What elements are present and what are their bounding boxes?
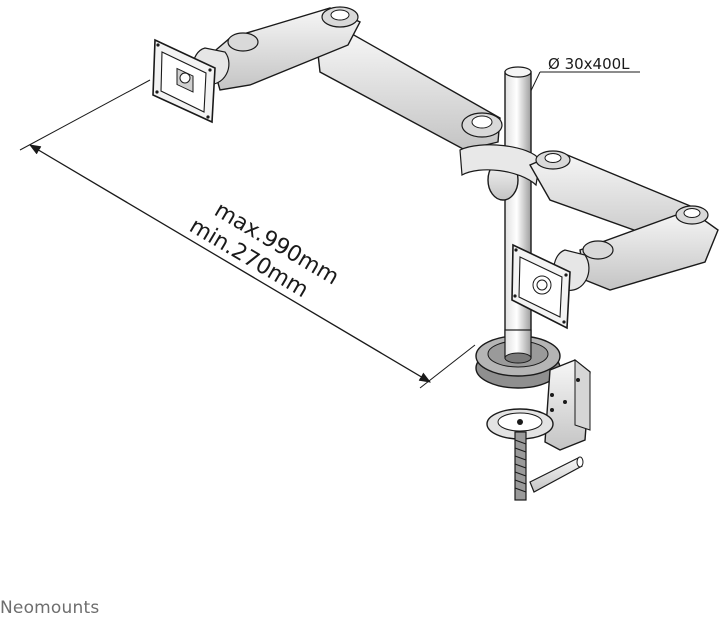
monitor-plate-icon	[152, 38, 216, 124]
upper-arm-segment	[316, 29, 503, 151]
pole-spec-label: Ø 30x400L	[548, 55, 630, 73]
pole-callout: Ø 30x400L	[526, 55, 640, 100]
pole-icon	[504, 66, 532, 363]
desk-clamp-icon	[475, 329, 591, 501]
monitor-plate-icon	[511, 243, 571, 330]
brand-logo-text: Neomounts	[0, 598, 100, 618]
dimension-line: max.990mm min.270mm	[19, 79, 476, 389]
pole-collar	[459, 144, 541, 201]
right-arm-segment	[529, 150, 719, 291]
